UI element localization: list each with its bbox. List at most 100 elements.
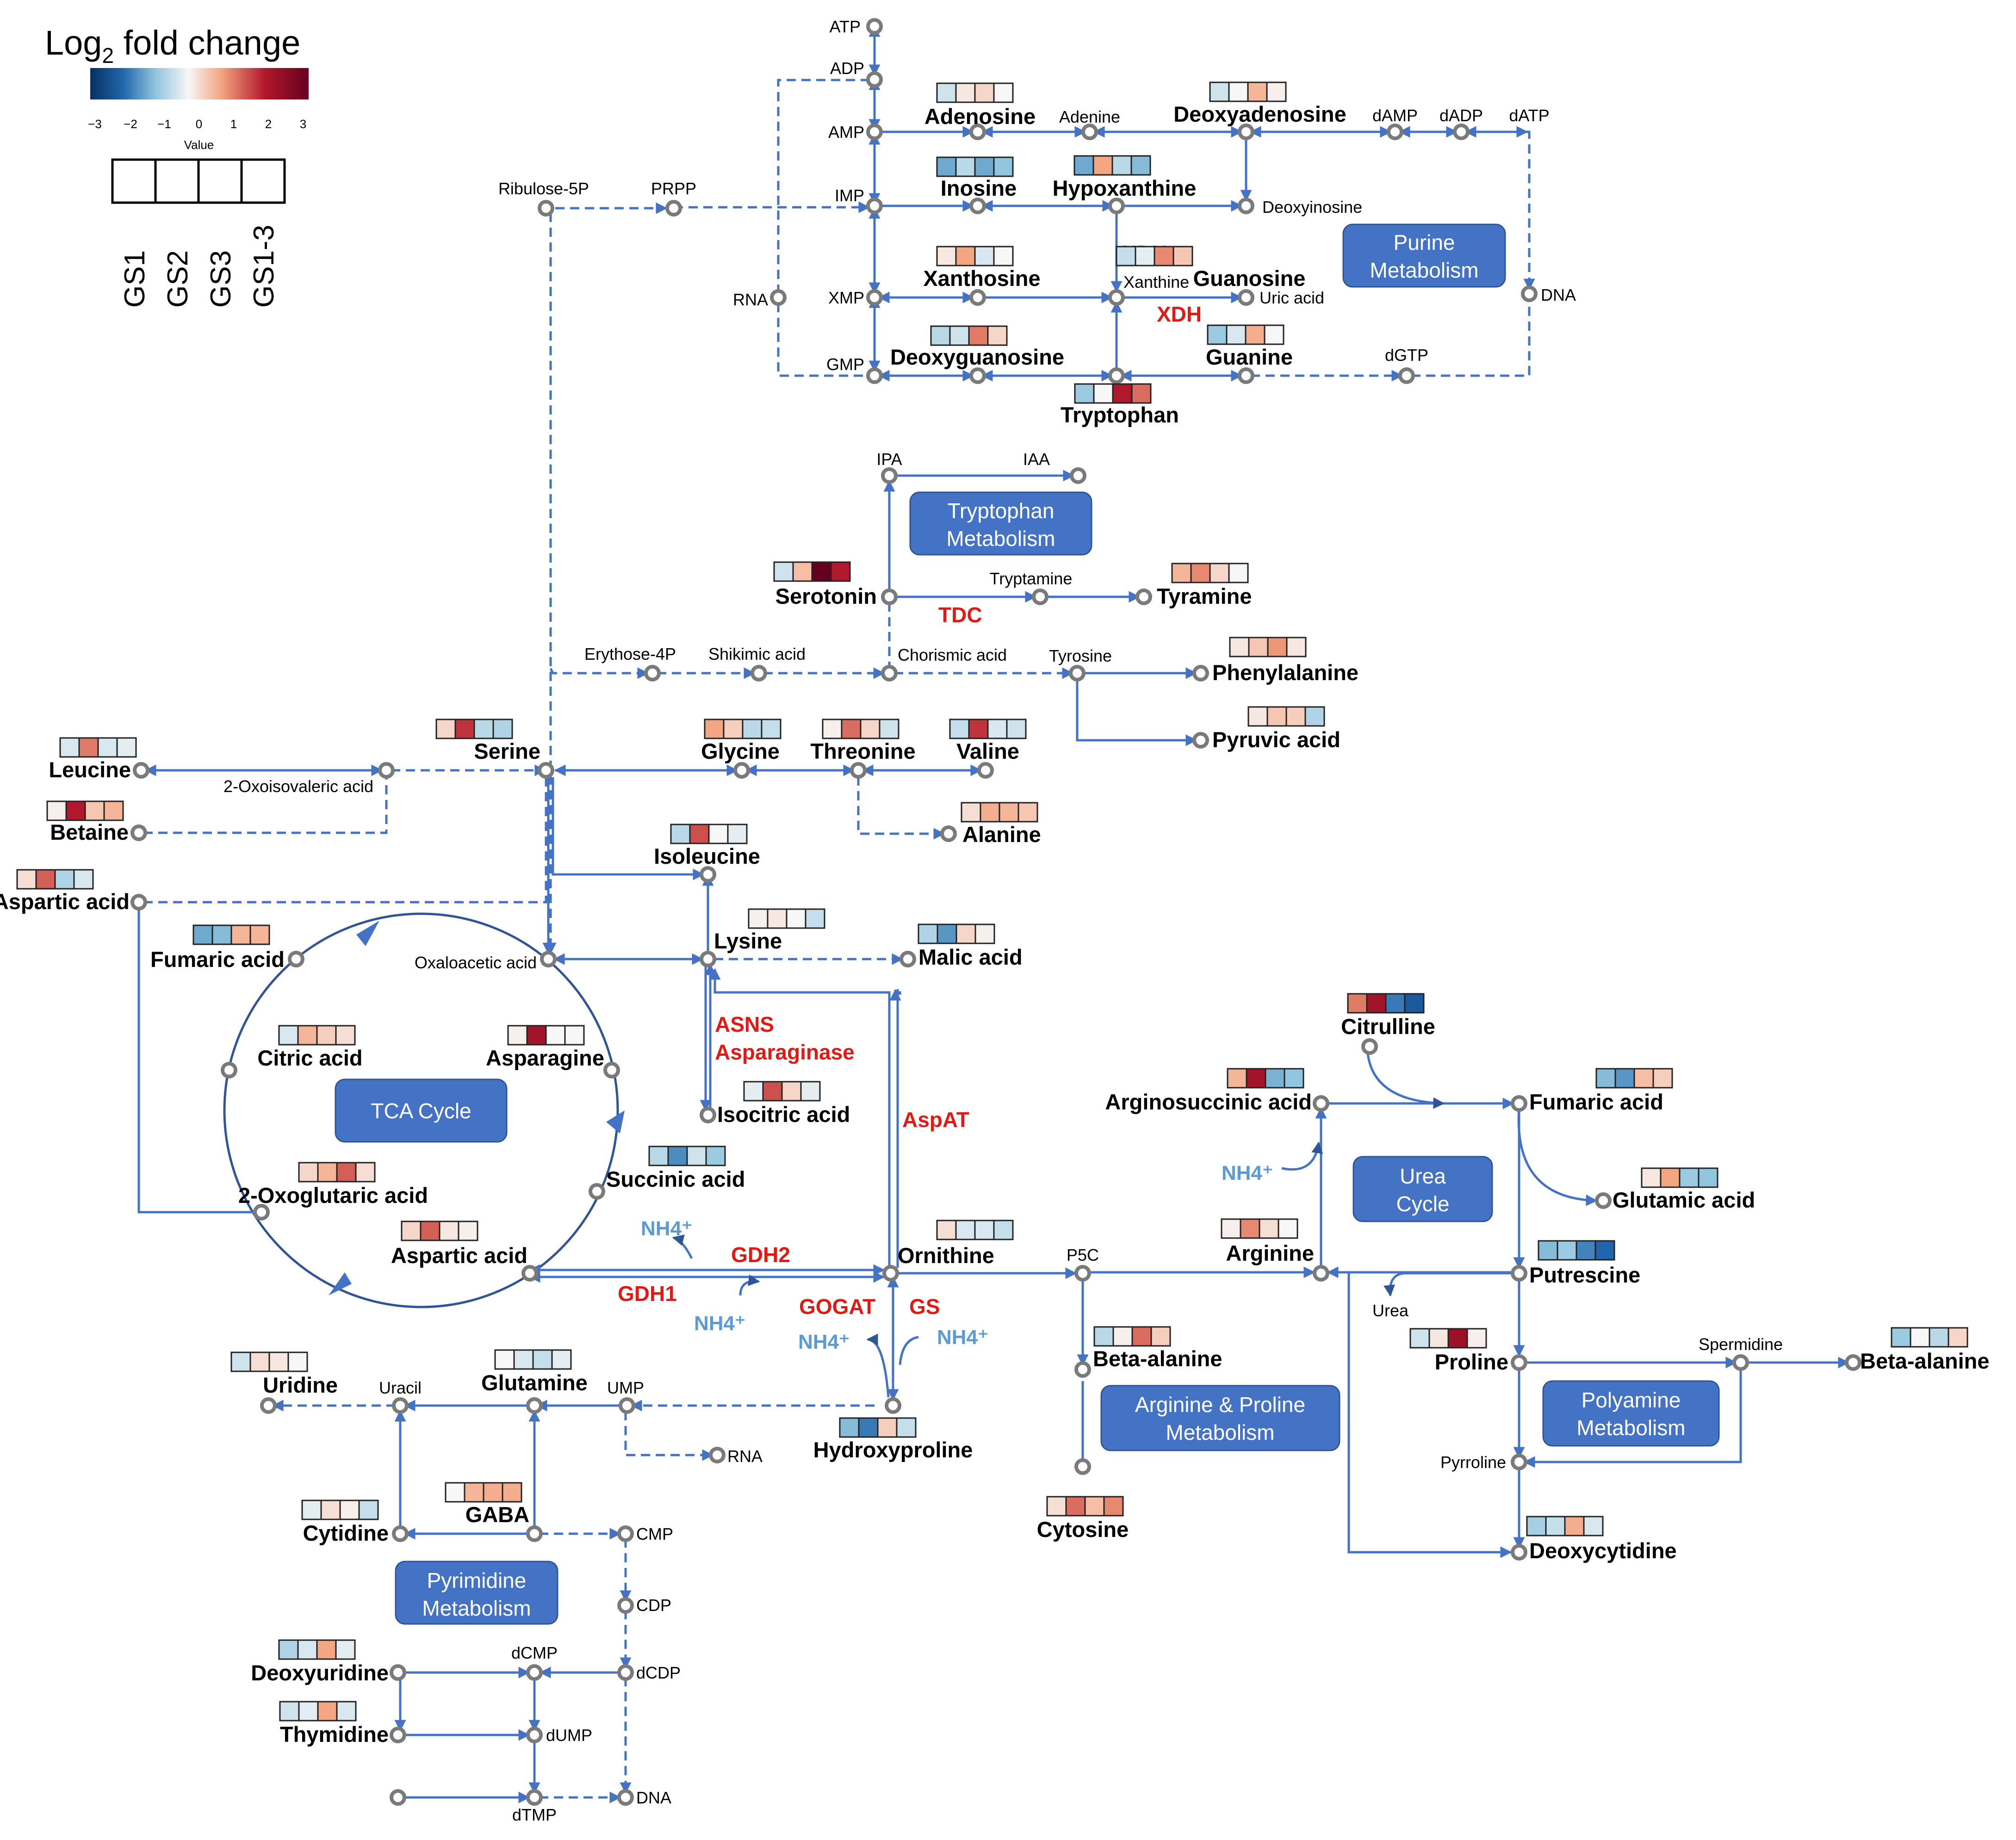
heatmap-cell xyxy=(494,1349,515,1370)
heatmap-cell xyxy=(1557,1240,1577,1261)
heatmap-cell xyxy=(16,869,37,890)
heatmap xyxy=(1227,1068,1304,1089)
heatmap-cell xyxy=(830,561,851,582)
heatmap-cell xyxy=(879,719,899,739)
heatmap-cell xyxy=(1385,993,1406,1014)
heatmap-cell xyxy=(287,1351,308,1372)
heatmap-cell xyxy=(980,802,1000,823)
label-uracil: Uracil xyxy=(379,1378,422,1397)
svg-text:Metabolism: Metabolism xyxy=(1166,1420,1274,1444)
heatmap-cell xyxy=(1150,1326,1171,1347)
pathway-box-purine: Purine Metabolism xyxy=(1342,223,1506,288)
metabolite-tyramine: Tyramine xyxy=(1157,563,1252,608)
heatmap-cell xyxy=(1948,1327,1968,1348)
heatmap xyxy=(1074,383,1152,404)
heatmap-cell xyxy=(1891,1327,1911,1348)
heatmap xyxy=(494,1349,572,1370)
metabolite-name: Threonine xyxy=(810,739,915,763)
metabolite-leucine: Leucine xyxy=(49,737,137,782)
heatmap-cell xyxy=(1017,802,1038,823)
heatmap-cell xyxy=(1171,563,1192,583)
heatmap-cell xyxy=(1093,383,1114,404)
metabolite-arginine: Arginine xyxy=(1221,1218,1314,1265)
heatmap-cell xyxy=(439,1220,459,1241)
metabolite-asparagine: Asparagine xyxy=(486,1025,604,1070)
heatmap-cell xyxy=(358,1499,379,1520)
label-urea: Urea xyxy=(1372,1301,1409,1320)
heatmap-cell xyxy=(743,1081,764,1102)
legend-sample: GS2 xyxy=(162,250,194,308)
heatmap xyxy=(301,1499,379,1520)
heatmap-cell xyxy=(1227,1068,1247,1089)
heatmap-cell xyxy=(1698,1167,1718,1188)
svg-text:Arginine & Proline: Arginine & Proline xyxy=(1135,1393,1305,1417)
heatmap-cell xyxy=(841,719,862,739)
ammonium-labels: NH4⁺ NH4⁺ NH4⁺ NH4⁺ NH4⁺ xyxy=(641,1162,1273,1353)
metabolite-name: Glutamic acid xyxy=(1613,1188,1755,1212)
enzyme-gdh1: GDH1 xyxy=(618,1282,677,1306)
heatmap-cell xyxy=(936,1220,957,1240)
heatmap-cell xyxy=(464,1482,484,1503)
heatmap-cell xyxy=(993,1220,1014,1240)
heatmap-cell xyxy=(1286,637,1307,657)
metabolite-beta-alanine: Beta-alanine xyxy=(1093,1326,1222,1371)
legend-sample-boxes xyxy=(111,158,286,204)
heatmap-cell xyxy=(955,246,976,266)
heatmap-cell xyxy=(781,1081,802,1102)
heatmap-cell xyxy=(1264,324,1284,345)
legend-value-label: Value xyxy=(184,138,214,152)
heatmap-cell xyxy=(1576,1240,1596,1261)
heatmap-cell xyxy=(335,1639,356,1660)
metabolite-alanine: Alanine xyxy=(961,802,1041,847)
heatmap-cell xyxy=(987,325,1008,346)
label-p5c: P5C xyxy=(1067,1245,1099,1264)
heatmap xyxy=(930,325,1008,346)
heatmap xyxy=(1891,1327,1968,1348)
heatmap-cell xyxy=(1259,1218,1279,1239)
heatmap-cell xyxy=(1092,155,1113,176)
label-xanthine: Xanthine xyxy=(1123,273,1189,291)
heatmap-cell xyxy=(670,824,691,844)
heatmap-cell xyxy=(502,1482,522,1503)
nh4-label: NH4⁺ xyxy=(937,1326,988,1349)
heatmap-cell xyxy=(822,719,843,739)
heatmap-cell xyxy=(483,1482,503,1503)
heatmap-cell xyxy=(316,1639,337,1660)
small-labels: ATP ADP AMP IMP XMP GMP RNA Ribulose-5P … xyxy=(223,17,1783,1824)
heatmap-cell xyxy=(435,719,456,739)
nh4-label: NH4⁺ xyxy=(694,1312,745,1335)
heatmap-cell xyxy=(1131,383,1152,404)
heatmap-cell xyxy=(689,824,710,844)
heatmap-cell xyxy=(1154,246,1174,266)
metabolite-uridine: Uridine xyxy=(230,1351,338,1397)
label-dcmp: dCMP xyxy=(511,1643,558,1662)
heatmap-cell xyxy=(811,561,832,582)
heatmap-cell xyxy=(1209,81,1230,102)
heatmap-cell xyxy=(974,246,995,266)
label-dgtp: dGTP xyxy=(1385,346,1428,365)
heatmap-cell xyxy=(473,719,494,739)
pathway-box-pyrimidine: Pyrimidine Metabolism xyxy=(395,1561,558,1625)
heatmap-cell xyxy=(249,1351,270,1372)
metabolite-name: Aspartic acid xyxy=(0,889,130,914)
heatmap-cell xyxy=(320,1499,341,1520)
label-rna-2: RNA xyxy=(727,1447,763,1466)
heatmap-cell xyxy=(564,1025,585,1046)
legend: Log2 fold change −3 −2 −1 0 1 2 3 Value … xyxy=(45,24,309,308)
enzyme-xdh: XDH xyxy=(1157,302,1202,326)
heatmap-cell xyxy=(297,1639,318,1660)
heatmap-cell xyxy=(103,800,124,821)
metabolite-thymidine: Thymidine xyxy=(279,1701,389,1747)
heatmap-cell xyxy=(800,1081,821,1102)
heatmap xyxy=(1641,1167,1718,1188)
heatmap-cell xyxy=(1595,1068,1616,1089)
heatmap-cell xyxy=(1594,1240,1615,1261)
heatmap-cell xyxy=(526,1025,547,1046)
heatmap-cell xyxy=(278,1639,299,1660)
metabolite-name: Valine xyxy=(956,739,1019,763)
metabolite-xanthosine: Xanthosine xyxy=(923,246,1041,291)
heatmap-cell xyxy=(727,824,748,844)
heatmap-cell xyxy=(742,719,763,739)
heatmap-cell xyxy=(1084,1496,1105,1517)
heatmap-cell xyxy=(1284,1068,1304,1089)
